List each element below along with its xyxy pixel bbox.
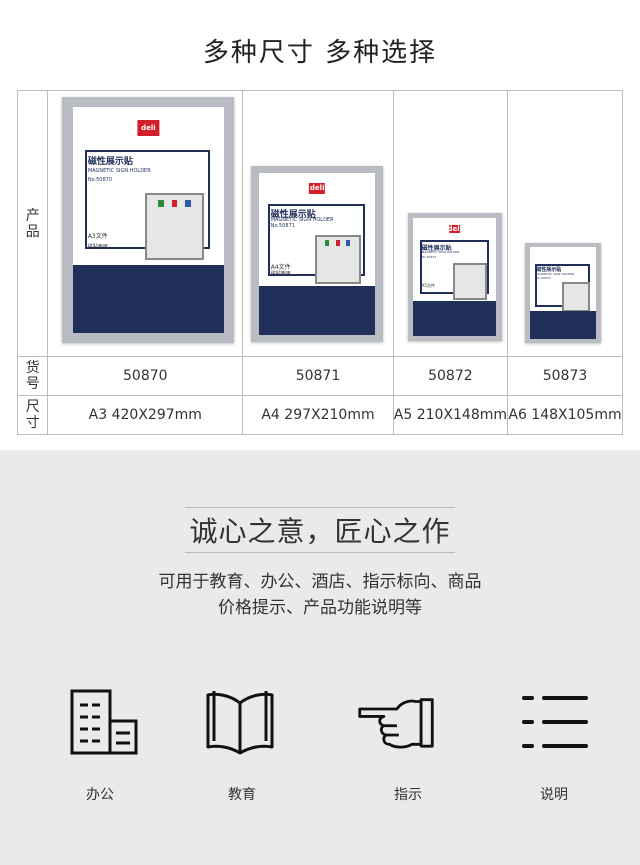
use-label-education: 教育	[228, 787, 256, 803]
product-size: A6 148X105mm	[507, 395, 623, 435]
product-code: 50871	[242, 356, 394, 396]
product-image-cell-a5: deli 磁性展示贴 MAGNETIC SIGN HOLDER No.50872…	[392, 90, 509, 357]
product-code: 50873	[507, 356, 623, 396]
use-label-instruction: 说明	[540, 787, 568, 803]
row-label-size: 尺 寸	[16, 395, 49, 435]
product-size: A4 297X210mm	[242, 395, 394, 435]
open-book-icon	[200, 686, 280, 758]
slogan: 诚心之意，匠心之作	[0, 507, 640, 553]
use-label-sign: 指示	[394, 787, 422, 803]
spec-table: 产 品 deli 磁性展示贴 MAGNETIC SIGN HOLDER No.5…	[16, 90, 623, 435]
section-title: 多种尺寸 多种选择	[202, 38, 438, 68]
size-comparison-section: 多种尺寸 多种选择 产 品 deli 磁性展示贴 MAGNETIC SIGN H…	[16, 38, 623, 435]
product-image-a6: 磁性展示贴 MAGNETIC SIGN HOLDER No.50873	[525, 243, 602, 343]
product-image-a5: deli 磁性展示贴 MAGNETIC SIGN HOLDER No.50872…	[407, 213, 502, 341]
product-image-a4: deli 磁性展示贴 MAGNETIC SIGN HOLDER No.50871…	[251, 166, 384, 342]
product-code: 50870	[47, 356, 244, 396]
pointing-hand-icon	[356, 686, 436, 758]
office-building-icon	[64, 686, 144, 758]
product-code: 50872	[392, 356, 509, 396]
use-label-office: 办公	[86, 787, 114, 803]
list-icon	[514, 686, 594, 758]
product-image-cell-a6: 磁性展示贴 MAGNETIC SIGN HOLDER No.50873	[507, 90, 623, 357]
brand-logo: deli	[137, 120, 159, 137]
usage-description: 可用于教育、办公、酒店、指示标向、商品 价格提示、产品功能说明等	[158, 572, 482, 618]
product-image-cell-a4: deli 磁性展示贴 MAGNETIC SIGN HOLDER No.50871…	[242, 90, 394, 357]
product-size: A3 420X297mm	[47, 395, 244, 435]
product-image-cell-a3: deli 磁性展示贴 MAGNETIC SIGN HOLDER No.50870…	[47, 90, 244, 357]
row-label-product: 产 品	[16, 90, 49, 357]
brand-logo: deli	[309, 182, 326, 195]
usage-section: 诚心之意，匠心之作 可用于教育、办公、酒店、指示标向、商品 价格提示、产品功能说…	[0, 450, 640, 865]
brand-logo: deli	[447, 224, 463, 234]
product-code-row: 货 号 50870 50871 50872 50873	[16, 356, 623, 396]
product-image-row: 产 品 deli 磁性展示贴 MAGNETIC SIGN HOLDER No.5…	[16, 90, 623, 357]
product-image-a3: deli 磁性展示贴 MAGNETIC SIGN HOLDER No.50870…	[62, 97, 235, 343]
row-label-code: 货 号	[16, 356, 49, 396]
product-size: A5 210X148mm	[392, 395, 509, 435]
product-size-row: 尺 寸 A3 420X297mm A4 297X210mm A5 210X148…	[16, 395, 623, 435]
